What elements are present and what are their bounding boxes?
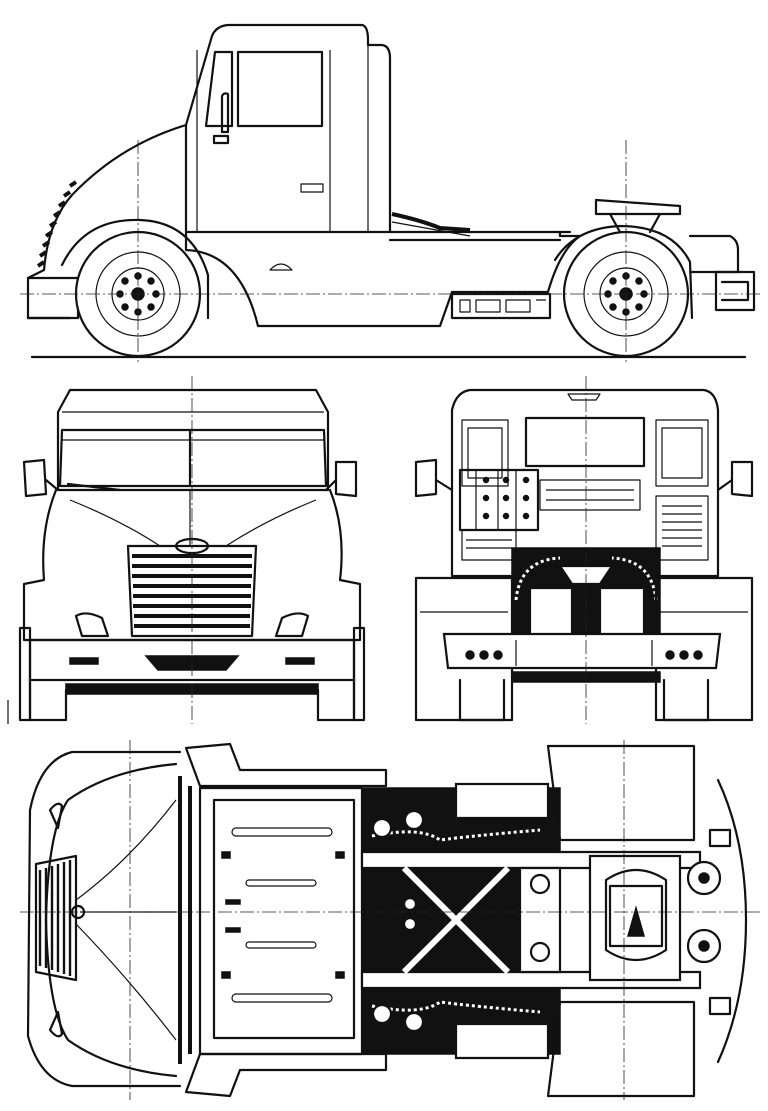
fog-lights [69, 657, 315, 665]
rear-mirror-left [414, 458, 454, 498]
top-air-tanks [454, 782, 550, 1060]
rear-tank [688, 234, 740, 274]
rear-roof-light [567, 393, 601, 401]
fuel-cap [269, 263, 293, 271]
rear-access-plate [458, 468, 540, 532]
quarter-window [204, 50, 234, 128]
fender-skirt [184, 230, 582, 328]
rear-tires [458, 678, 710, 722]
top-grille [34, 854, 78, 982]
top-right-step [184, 1052, 388, 1098]
top-hood-outline [44, 762, 178, 1078]
front-mirror-left [22, 458, 60, 498]
windshield [58, 428, 328, 488]
top-rear-lights [708, 828, 732, 1016]
top-view [20, 740, 760, 1100]
door-window [236, 50, 324, 128]
top-roof-clips [221, 851, 345, 979]
top-rear-fenders [546, 744, 696, 1098]
rear-window [524, 416, 646, 468]
hood-creases [69, 490, 317, 547]
side-step [450, 292, 552, 320]
door-handle [300, 183, 324, 193]
front-bumper [26, 276, 80, 320]
top-rear-wheels [686, 860, 722, 964]
tail-lights [465, 650, 703, 660]
rear-panels [461, 419, 709, 561]
top-components [371, 809, 562, 1033]
rear-hoses [514, 556, 658, 601]
rear-bumper-bar [442, 632, 722, 670]
top-hood-creases [75, 799, 177, 1041]
side-view [20, 23, 760, 362]
side-mirror [212, 92, 230, 145]
rear-cab-shell [450, 388, 720, 578]
top-hoses [371, 828, 541, 1014]
front-view-fenders [28, 678, 356, 722]
front-fender [60, 218, 210, 320]
fifth-wheel [594, 198, 682, 234]
rear-fender [553, 224, 694, 320]
cab-outline [184, 23, 392, 234]
top-nose-outline [26, 750, 182, 1088]
top-headlights [48, 802, 64, 1038]
air-hose [391, 212, 471, 232]
top-rear-bumper [716, 778, 748, 1064]
hood-grille [36, 180, 78, 268]
front-mirror-right [324, 460, 358, 498]
top-roof-vents [231, 827, 333, 1003]
top-fifth-wheel [588, 854, 682, 982]
headlight-left [74, 612, 110, 638]
frame-rail [388, 230, 572, 242]
front-view [7, 376, 366, 724]
headlight-right [274, 612, 310, 638]
air-hose-2 [391, 221, 471, 237]
hood-outline [26, 123, 188, 320]
top-roof-panel [212, 798, 356, 1040]
rear-bumper [714, 270, 756, 312]
top-windshield [178, 776, 192, 1064]
rear-mirror-right [716, 460, 754, 498]
top-left-step [184, 742, 388, 788]
rear-view [414, 376, 754, 724]
wiper-left [66, 482, 122, 492]
top-cross-brace [401, 865, 511, 975]
